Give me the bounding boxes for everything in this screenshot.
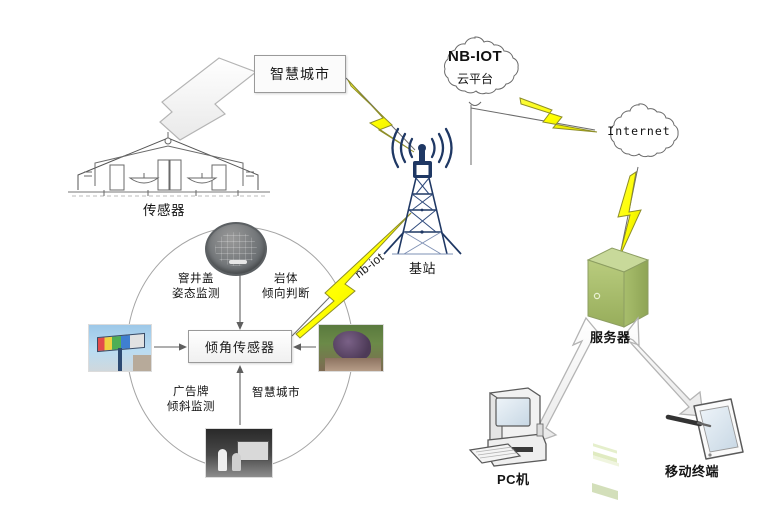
manhole-cover-photo bbox=[205, 222, 267, 276]
ring-label-billboard-line2: 倾斜监测 bbox=[167, 401, 215, 413]
ring-connector-arrows bbox=[154, 272, 316, 425]
rock-slope-photo bbox=[318, 324, 384, 372]
street-person-1 bbox=[218, 449, 227, 471]
desktop-computer-icon bbox=[468, 387, 547, 467]
arrow-smartcity-to-building bbox=[159, 57, 258, 141]
ring-label-rock-line2: 倾向判断 bbox=[262, 288, 310, 300]
ring-label-manhole: 窨井盖 姿态监测 bbox=[160, 272, 232, 302]
arrow-server-mobile bbox=[622, 316, 704, 417]
label-mobile-terminal: 移动终端 bbox=[665, 464, 720, 479]
rock-debris bbox=[325, 358, 381, 371]
label-server: 服务器 bbox=[590, 330, 631, 345]
smart-city-box-label: 智慧城市 bbox=[270, 66, 330, 82]
ring-label-city-line1: 智慧城市 bbox=[252, 387, 300, 399]
cell-tower-icon bbox=[383, 127, 462, 255]
ring-label-billboard-line1: 广告牌 bbox=[173, 386, 209, 398]
label-pc: PC机 bbox=[497, 472, 530, 487]
lightning-bolt-cloud-internet bbox=[519, 97, 598, 133]
label-base-station: 基站 bbox=[409, 261, 437, 276]
warehouse-outline-icon bbox=[68, 132, 270, 197]
street-person-2 bbox=[232, 453, 241, 471]
street-scene-photo bbox=[205, 428, 273, 478]
internet-cloud-node[interactable]: Internet bbox=[592, 100, 686, 168]
ring-label-rock: 岩体 倾向判断 bbox=[250, 272, 322, 302]
billboard-photo bbox=[88, 324, 152, 372]
label-sensor-building: 传感器 bbox=[143, 203, 185, 218]
lightning-bolt-sensor-tower bbox=[295, 212, 412, 339]
rock-mass bbox=[333, 331, 371, 361]
billboard-building bbox=[133, 355, 151, 371]
ring-label-manhole-line1: 窨井盖 bbox=[178, 273, 214, 285]
cloud-shape-icon bbox=[610, 103, 679, 158]
lightning-bolt-smartcity-tower bbox=[347, 79, 415, 153]
billboard-pole bbox=[118, 348, 122, 371]
ring-label-billboard: 广告牌 倾斜监测 bbox=[155, 385, 227, 415]
cloud-shape-icon bbox=[444, 36, 519, 106]
nbiot-cloud-node[interactable]: NB-IOT 云平台 bbox=[424, 32, 526, 108]
ring-label-rock-line1: 岩体 bbox=[274, 273, 298, 285]
lightning-bolt-internet-server bbox=[617, 170, 642, 259]
manhole-slot bbox=[229, 260, 247, 264]
smart-city-box[interactable]: 智慧城市 bbox=[254, 55, 346, 93]
tilt-sensor-box-label: 倾角传感器 bbox=[204, 340, 275, 355]
ring-label-manhole-line2: 姿态监测 bbox=[172, 288, 220, 300]
server-tower-icon bbox=[586, 247, 650, 500]
tilt-sensor-box[interactable]: 倾角传感器 bbox=[188, 330, 292, 363]
tablet-stylus-icon bbox=[665, 398, 744, 460]
street-bus bbox=[237, 441, 269, 461]
ring-label-city: 智慧城市 bbox=[240, 386, 312, 401]
